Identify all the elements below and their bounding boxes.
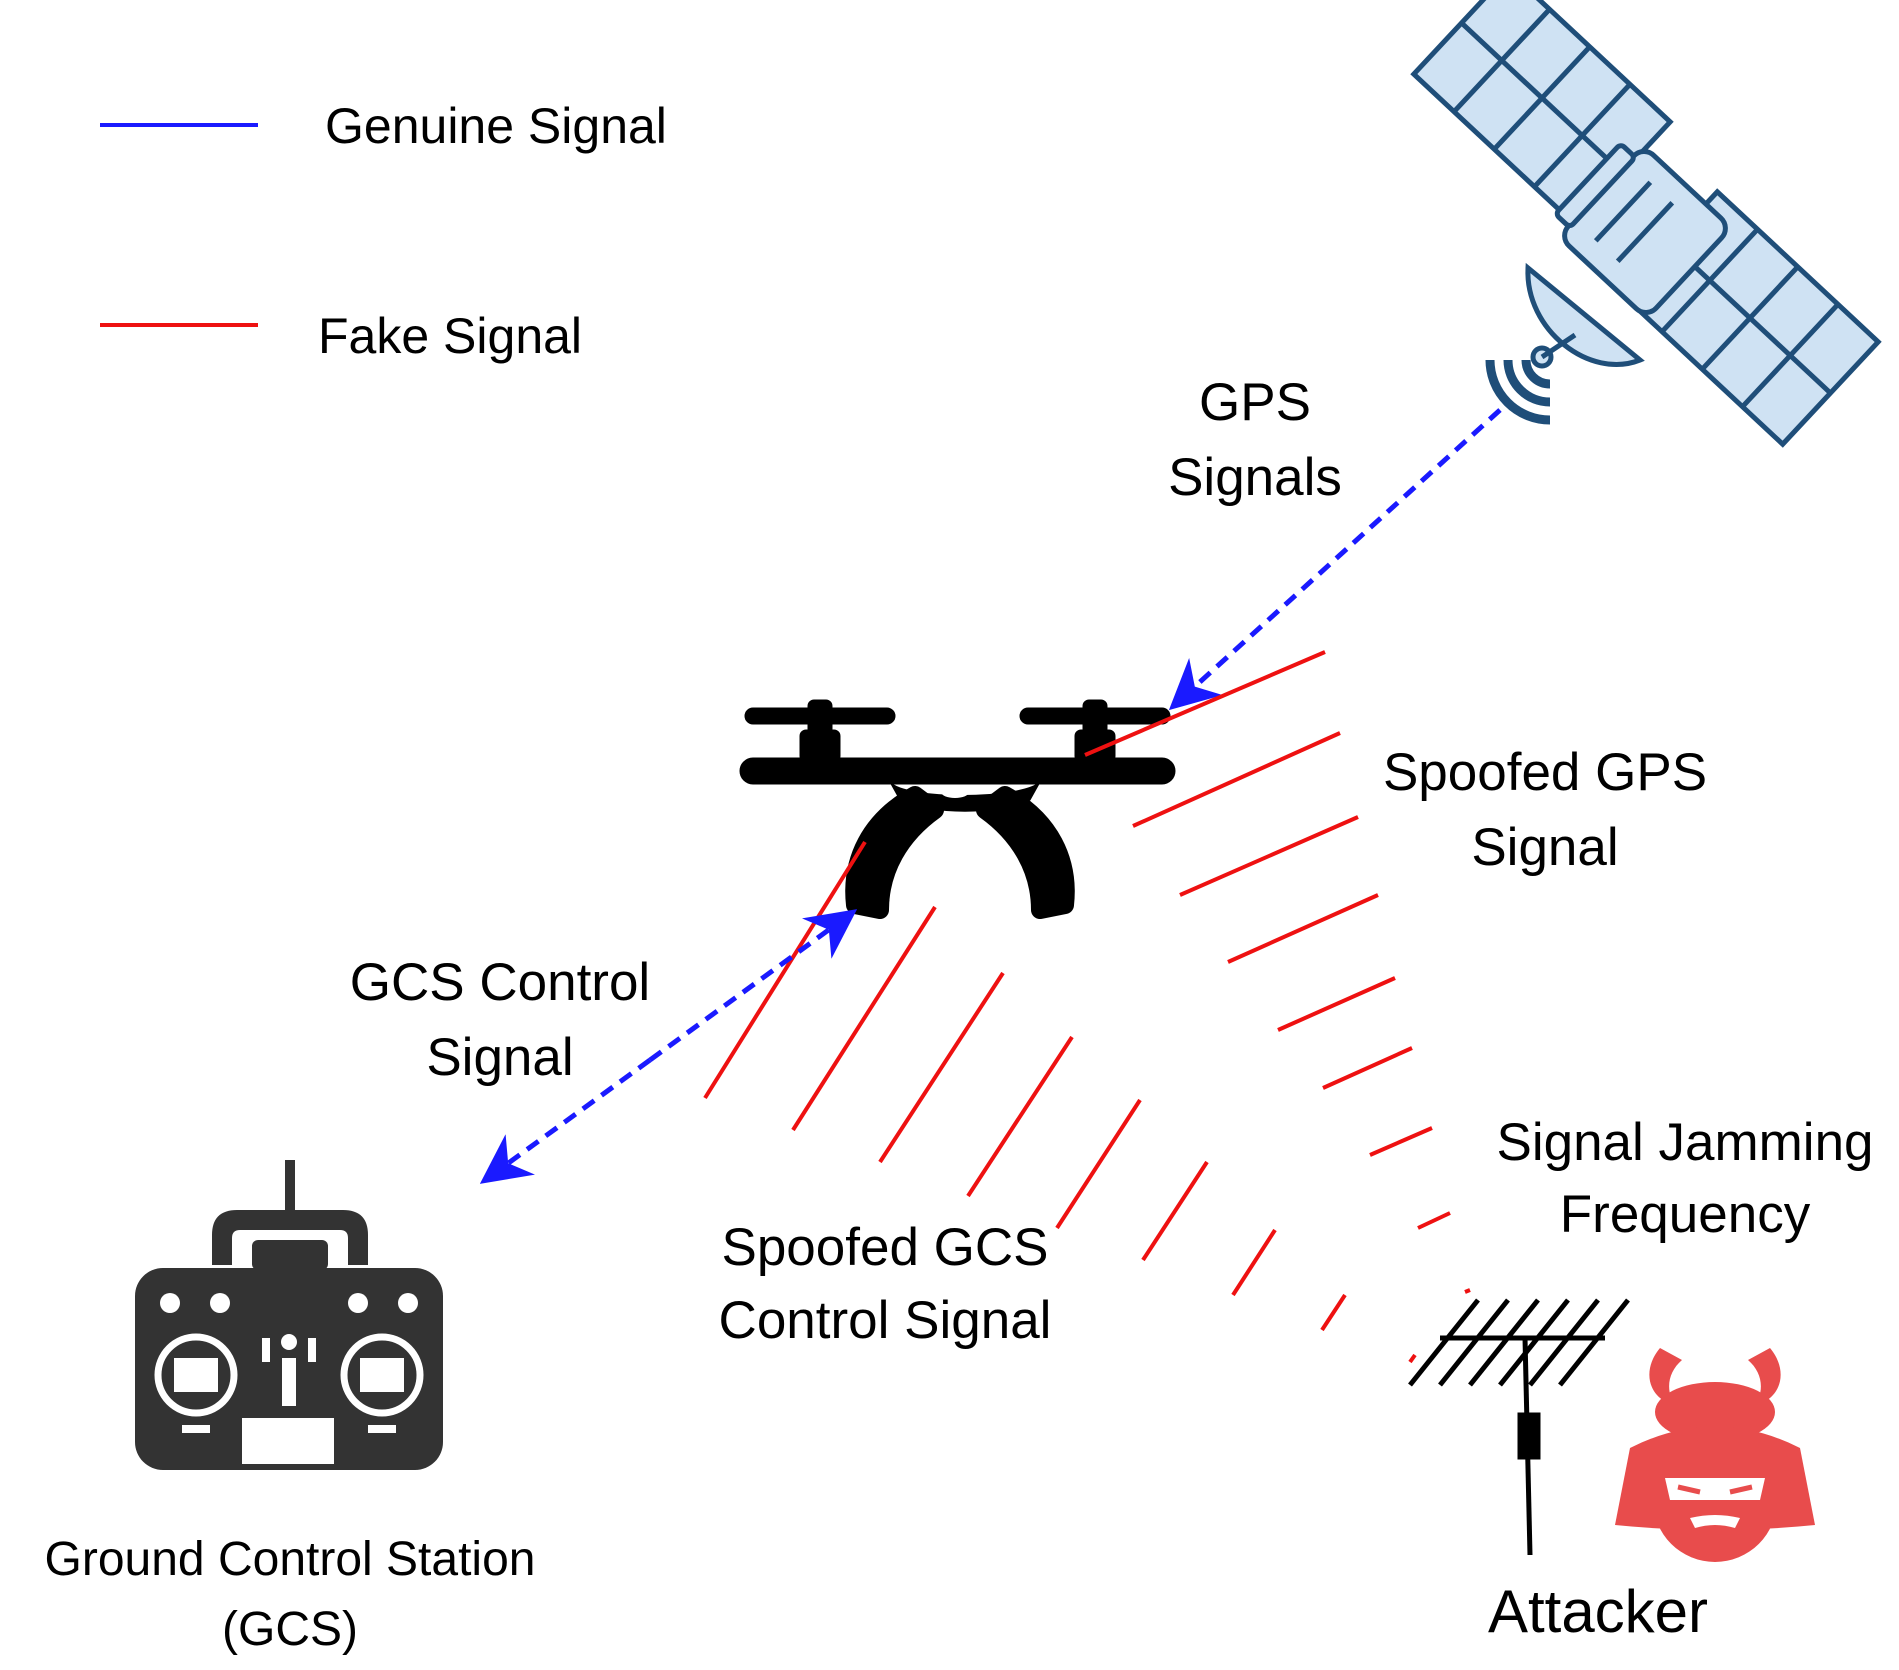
gcs-label-line1: Ground Control Station <box>45 1533 536 1586</box>
gcs-control-label-line1: GCS Control <box>350 953 650 1012</box>
remote-controller-icon <box>135 1160 443 1470</box>
legend-fake-label: Fake Signal <box>318 308 582 364</box>
samurai-attacker-icon <box>1615 1348 1815 1562</box>
legend: Genuine Signal Fake Signal <box>100 98 667 364</box>
jamming-label-line1: Signal Jamming <box>1496 1113 1873 1172</box>
legend-genuine-label: Genuine Signal <box>325 98 667 154</box>
jamming-label-line2: Frequency <box>1560 1185 1811 1244</box>
satellite-icon <box>1410 0 1882 448</box>
spoofed-gcs-label-line2: Control Signal <box>719 1291 1052 1350</box>
spoofed-gps-label-line2: Signal <box>1471 818 1618 877</box>
antenna-icon <box>1408 1298 1630 1556</box>
gcs-genuine-arrow-up <box>648 909 858 1063</box>
attacker-label: Attacker <box>1488 1578 1708 1645</box>
spoofed-gcs-label-line1: Spoofed GCS <box>721 1218 1048 1277</box>
drone-icon <box>739 699 1176 919</box>
gcs-genuine-arrow <box>479 1057 652 1184</box>
spoofed-gps-lines <box>1084 650 1471 1294</box>
spoofed-gcs-lines <box>703 840 1417 1364</box>
gcs-control-label-line2: Signal <box>426 1028 573 1087</box>
gps-signals-label-line1: GPS <box>1199 373 1311 432</box>
gcs-label-line2: (GCS) <box>222 1603 358 1656</box>
gps-signals-label-line2: Signals <box>1168 448 1342 507</box>
spoofed-gps-label-line1: Spoofed GPS <box>1383 743 1707 802</box>
gps-genuine-arrow <box>1168 408 1502 711</box>
